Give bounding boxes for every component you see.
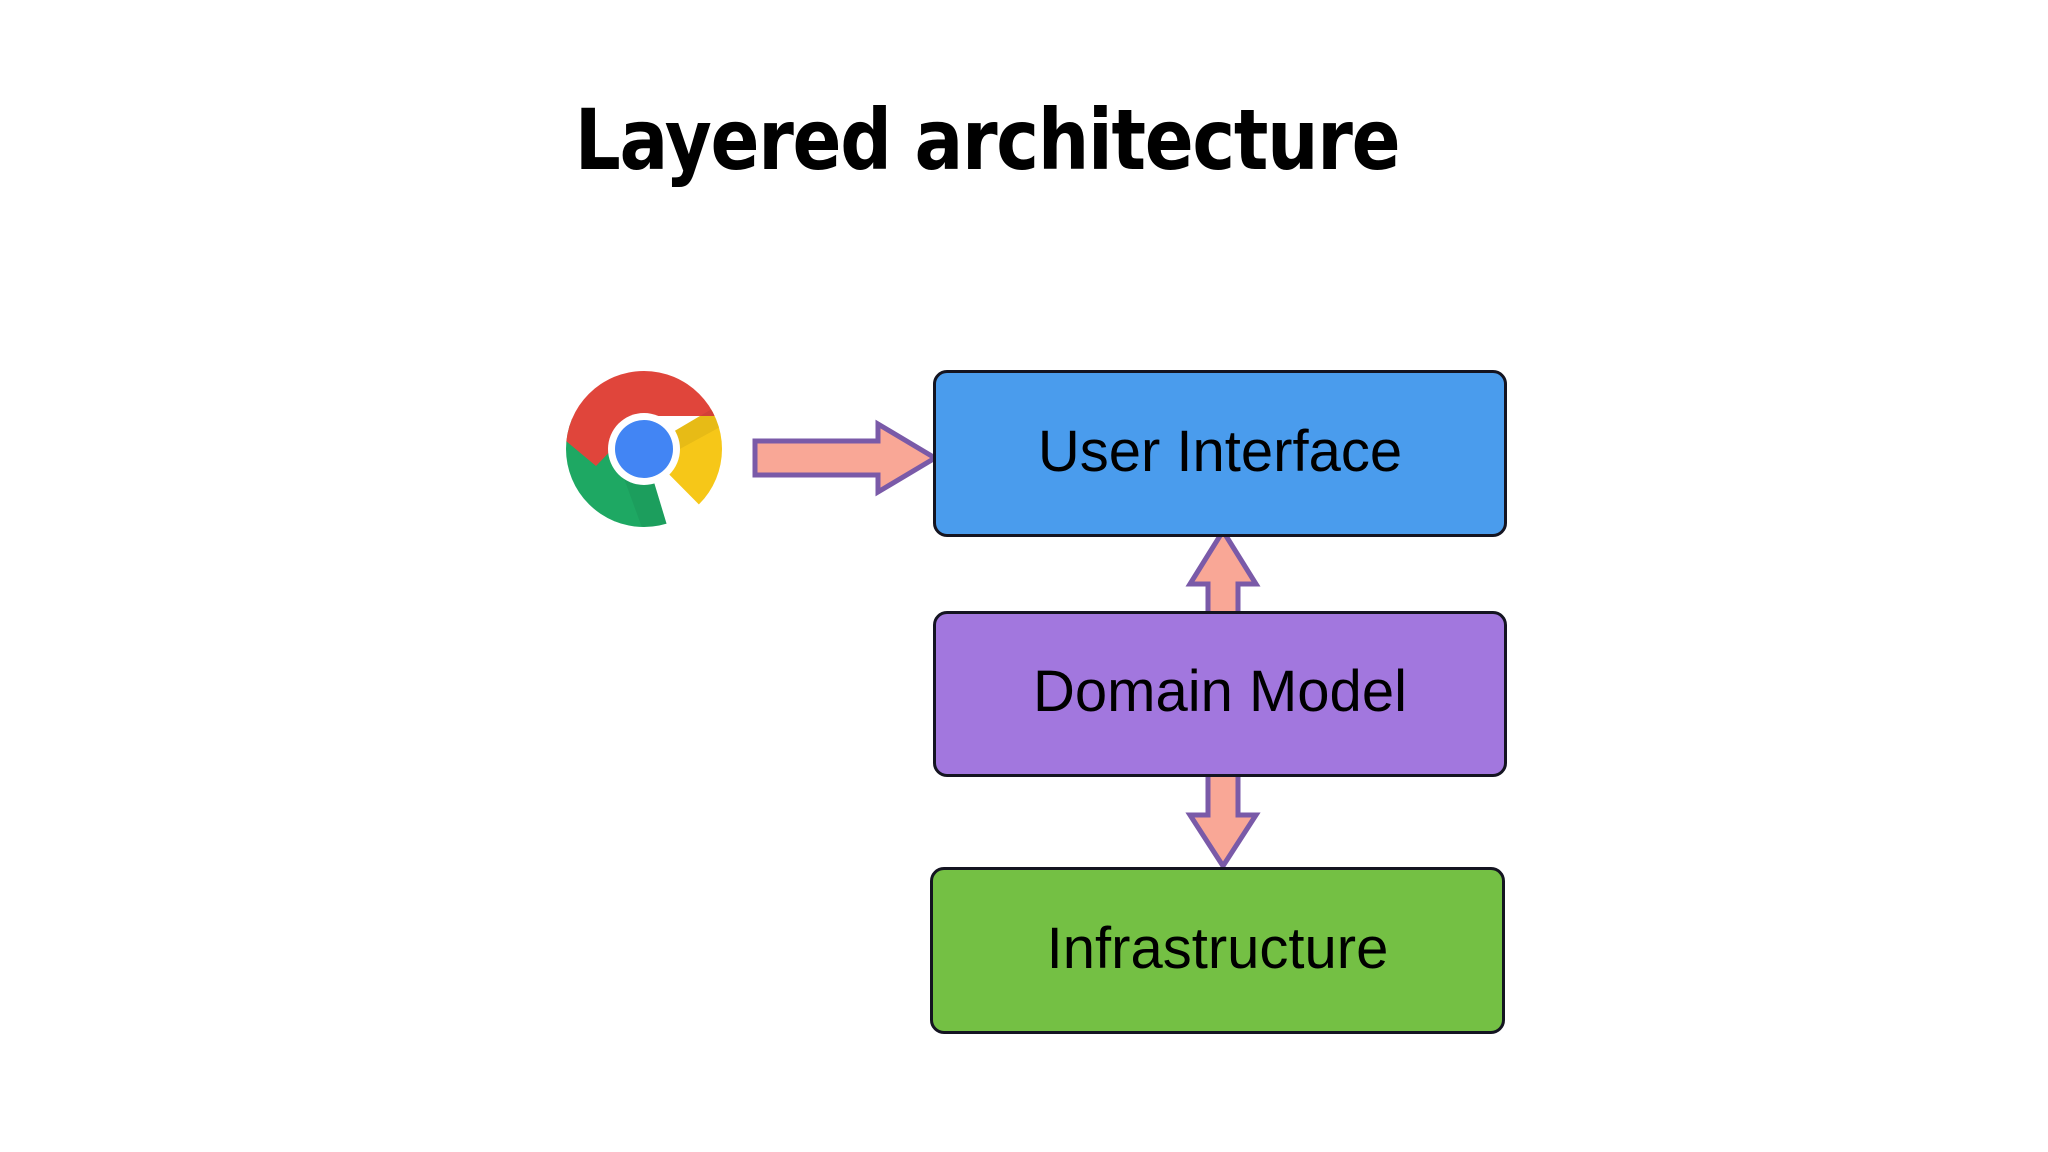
page-title: Layered architecture	[574, 91, 1401, 189]
layer-label-infrastructure: Infrastructure	[1046, 915, 1389, 981]
arrow-domain-model-to-infrastructure	[1185, 768, 1261, 871]
layer-box-user-interface[interactable]: User Interface	[933, 370, 1507, 537]
chrome-browser-logo	[566, 371, 722, 527]
arrow-domain-model-to-user-interface	[1185, 526, 1261, 617]
arrow-browser-to-user-interface	[752, 419, 940, 497]
layer-label-user-interface: User Interface	[1037, 418, 1403, 484]
layer-box-domain-model[interactable]: Domain Model	[933, 611, 1507, 777]
layer-label-domain-model: Domain Model	[1033, 659, 1407, 724]
layer-box-infrastructure[interactable]: Infrastructure	[930, 867, 1505, 1034]
